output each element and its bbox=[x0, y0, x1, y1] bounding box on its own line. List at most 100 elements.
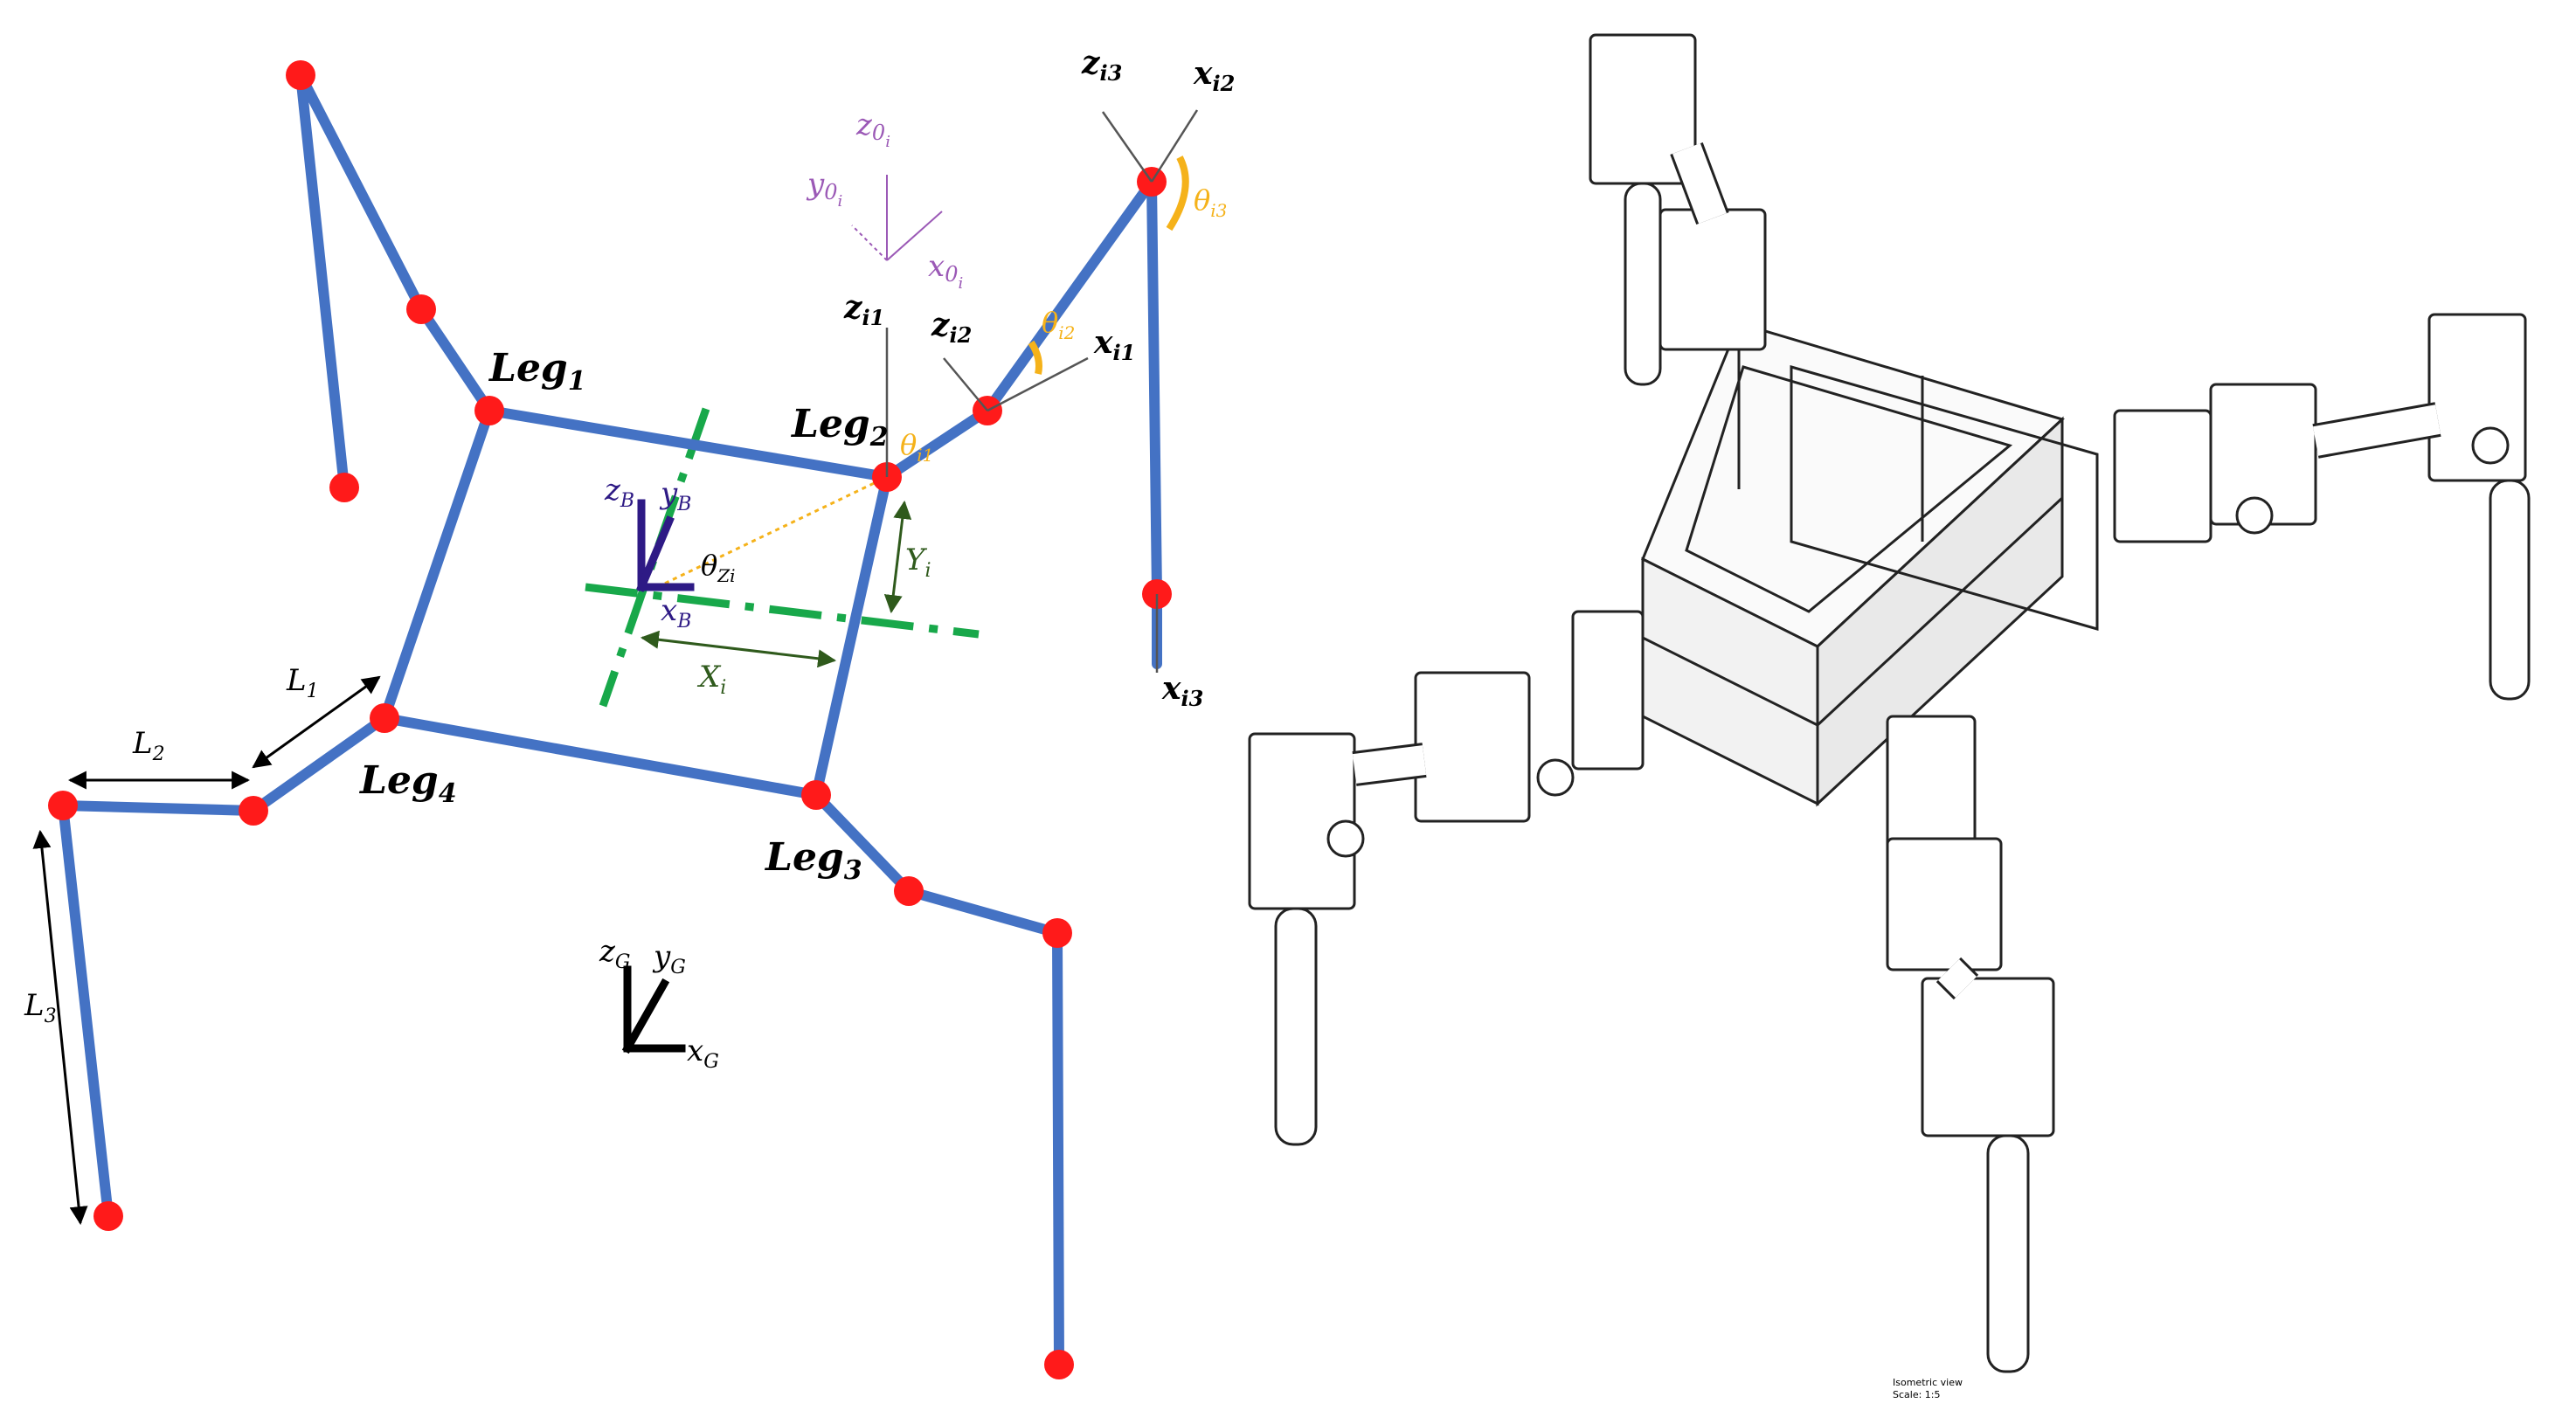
servo-horn bbox=[2235, 496, 2274, 535]
leg-shaft bbox=[1624, 182, 1662, 386]
angle-markers bbox=[1028, 156, 1189, 375]
offset-arrows bbox=[640, 500, 912, 668]
robot-links bbox=[58, 70, 1162, 1370]
l2-label: L2 bbox=[132, 726, 165, 765]
servo-horn bbox=[2471, 426, 2510, 465]
joint-leg3-ankle bbox=[1042, 918, 1072, 948]
xi-offset-arrow bbox=[640, 630, 837, 668]
leg4-label: Leg4 bbox=[358, 758, 457, 809]
yb-axis bbox=[636, 515, 675, 592]
cad-isometric-view: Isometric view Scale: 1:5 bbox=[1248, 33, 2531, 1400]
joint-leg1-hip bbox=[474, 396, 504, 425]
joint-leg3-hip bbox=[801, 780, 831, 810]
leg3-label: Leg3 bbox=[764, 835, 862, 886]
leg1-label: Leg1 bbox=[488, 346, 586, 397]
l1-arrow bbox=[252, 675, 381, 769]
chassis-back-frame bbox=[1790, 365, 2099, 631]
body-x-axis-line bbox=[585, 583, 980, 639]
zi1-label: zi1 bbox=[843, 289, 884, 330]
kinematic-diagram: Leg1 Leg2 Leg3 Leg4 L1 L2 L3 zB yB xB zG… bbox=[24, 45, 1235, 1379]
theta-zi-label: θZi bbox=[701, 549, 736, 586]
joint-leg4-knee bbox=[239, 796, 268, 826]
cad-leg-bottom bbox=[1886, 715, 2055, 1373]
zg-label: zG bbox=[599, 934, 631, 973]
xi3-label: xi3 bbox=[1161, 670, 1203, 711]
cad-leg-top-left bbox=[1589, 33, 1767, 386]
l1-label: L1 bbox=[286, 663, 319, 702]
yg-axis bbox=[621, 978, 670, 1054]
joint-leg3-foot bbox=[1044, 1350, 1074, 1379]
cad-caption-line1: Isometric view bbox=[1893, 1377, 1963, 1388]
xb-label: xB bbox=[661, 593, 691, 633]
link-length-arrows bbox=[32, 675, 381, 1226]
theta-i1-label: θi1 bbox=[900, 428, 933, 466]
leg-shaft bbox=[1986, 1134, 2030, 1373]
theta-i2-arc bbox=[1028, 340, 1042, 375]
joint-leg4-foot bbox=[93, 1201, 123, 1231]
servo-block bbox=[1921, 977, 2055, 1137]
servo-block bbox=[1414, 671, 1531, 823]
chassis-rail-1 bbox=[1642, 636, 1818, 727]
zi2-label: zi2 bbox=[931, 307, 972, 348]
servo-horn bbox=[1326, 819, 1365, 858]
yi-offset-label: Yi bbox=[905, 543, 931, 582]
servo-block bbox=[2113, 409, 2212, 543]
chassis-rail-2 bbox=[1816, 496, 2064, 727]
x0i-axis bbox=[886, 211, 943, 261]
cad-leg-left bbox=[1248, 610, 1645, 1146]
leg-tube bbox=[1352, 745, 1427, 784]
leg-tube bbox=[2313, 404, 2441, 456]
servo-horn bbox=[1536, 758, 1575, 797]
robot-joints bbox=[48, 60, 1172, 1379]
yg-label: yG bbox=[652, 939, 686, 978]
yb-label: yB bbox=[659, 476, 691, 515]
leg1-chain bbox=[295, 70, 495, 493]
servo-block bbox=[1886, 837, 2003, 971]
xi1-label: xi1 bbox=[1093, 324, 1135, 365]
x0i-label: x0i bbox=[928, 249, 963, 293]
z0i-label: z0i bbox=[855, 107, 890, 151]
cad-caption-line2: Scale: 1:5 bbox=[1893, 1389, 1941, 1400]
servo-block bbox=[1571, 610, 1645, 771]
zi2-axis bbox=[943, 357, 988, 411]
y0i-label: y0i bbox=[806, 167, 842, 211]
leg-tube bbox=[1937, 958, 1977, 999]
y0i-axis bbox=[851, 225, 888, 261]
xi1-axis bbox=[987, 356, 1089, 412]
body-axis-lines bbox=[585, 407, 980, 708]
xi2-label: xi2 bbox=[1193, 55, 1235, 96]
joint-leg4-ankle bbox=[48, 791, 78, 820]
cad-leg-right bbox=[2113, 313, 2531, 701]
joint-leg4-hip bbox=[370, 703, 399, 733]
xg-label: xG bbox=[687, 1033, 719, 1073]
origin-frame-axes bbox=[851, 175, 943, 261]
base-frame-axes bbox=[636, 499, 695, 592]
cad-chassis bbox=[1641, 321, 2099, 807]
leg2-label: Leg2 bbox=[790, 402, 889, 453]
joint-leg3-knee bbox=[894, 876, 924, 906]
leg-shaft bbox=[1274, 907, 1318, 1146]
theta-i2-label: θi2 bbox=[1042, 306, 1075, 343]
theta-i3-label: θi3 bbox=[1194, 183, 1227, 221]
leg-tube bbox=[1672, 143, 1727, 224]
zi3-axis bbox=[1101, 111, 1153, 183]
theta-i3-arc bbox=[1166, 156, 1189, 232]
global-frame-axes bbox=[621, 965, 686, 1054]
servo-block bbox=[1248, 732, 1356, 910]
joint-leg1-knee bbox=[406, 294, 436, 324]
leg3-chain bbox=[811, 790, 1064, 1370]
chassis-inner-frame bbox=[1685, 365, 2013, 613]
yi-offset-arrow bbox=[883, 500, 912, 614]
body-to-leg2-line bbox=[656, 475, 888, 589]
leg4-chain bbox=[58, 713, 390, 1221]
l3-arrow bbox=[32, 829, 88, 1226]
servo-block bbox=[1658, 208, 1767, 351]
xi2-axis bbox=[1150, 109, 1199, 183]
joint-leg1-foot bbox=[329, 473, 359, 502]
l3-label: L3 bbox=[24, 988, 57, 1027]
body-y-axis-line bbox=[599, 407, 710, 708]
xi-offset-label: Xi bbox=[696, 660, 726, 699]
leg-shaft bbox=[2489, 479, 2531, 701]
joint-leg1-ankle bbox=[286, 60, 315, 90]
